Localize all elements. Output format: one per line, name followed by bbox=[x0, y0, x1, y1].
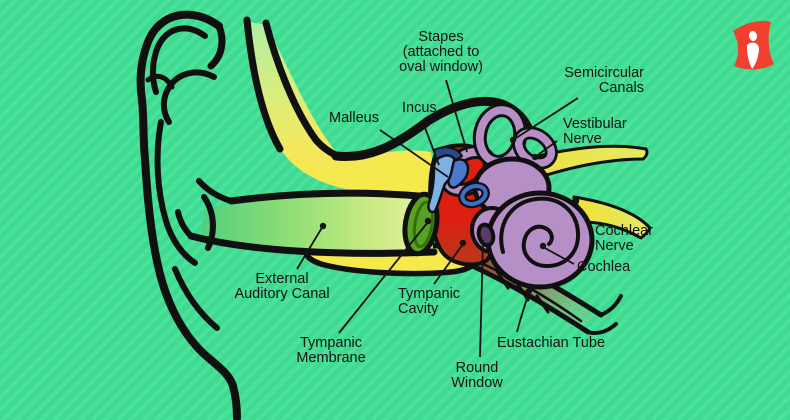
label-cochlea: Cochlea bbox=[577, 259, 631, 275]
label-semicircular-canals: Semicircular Canals bbox=[564, 65, 644, 96]
leader-cochlear-nerve bbox=[575, 201, 593, 231]
label-external-auditory-canal: External Auditory Canal bbox=[234, 271, 330, 302]
leader-round-window bbox=[479, 239, 484, 358]
label-vestibular-nerve: Vestibular Nerve bbox=[563, 116, 627, 147]
label-round-window: Round Window bbox=[451, 360, 503, 391]
label-cochlear-nerve: Cochlear Nerve bbox=[595, 223, 654, 254]
ossicles bbox=[427, 146, 490, 214]
cochlear-nerve-shape bbox=[572, 195, 652, 240]
leader-eustachian-tube bbox=[516, 291, 530, 333]
leader-vestibular-nerve bbox=[534, 140, 558, 158]
skull-outline-back bbox=[262, 19, 344, 161]
leader-cochlea bbox=[542, 246, 575, 265]
leader-lines bbox=[296, 79, 593, 358]
skull-outline-front bbox=[243, 16, 284, 153]
leader-malleus bbox=[379, 129, 449, 178]
leader-dots bbox=[319, 136, 580, 295]
label-tympanic-membrane: Tympanic Membrane bbox=[296, 335, 366, 366]
label-incus: Incus bbox=[402, 100, 437, 116]
cochlea-spiral bbox=[499, 196, 581, 269]
cochlea-shape bbox=[485, 190, 595, 290]
label-tympanic-cavity: Tympanic Cavity bbox=[398, 286, 461, 317]
leader-stapes bbox=[445, 79, 468, 153]
label-stapes: Stapes (attached to oval window) bbox=[399, 29, 483, 75]
leader-tympanic-cavity bbox=[433, 243, 464, 285]
tragus-outline bbox=[201, 194, 216, 251]
leader-tympanic-membrane bbox=[338, 221, 429, 334]
leader-external-auditory-canal bbox=[296, 225, 324, 270]
person-i-icon bbox=[747, 31, 759, 69]
ear-canal bbox=[175, 189, 438, 257]
label-eustachian-tube: Eustachian Tube bbox=[497, 335, 606, 351]
leader-incus bbox=[423, 124, 440, 166]
outer-ear-outline bbox=[136, 10, 241, 420]
brand-logo bbox=[733, 20, 774, 70]
incus-shape bbox=[447, 158, 470, 189]
label-malleus: Malleus bbox=[329, 110, 379, 126]
leader-semicircular-canals bbox=[512, 97, 579, 141]
